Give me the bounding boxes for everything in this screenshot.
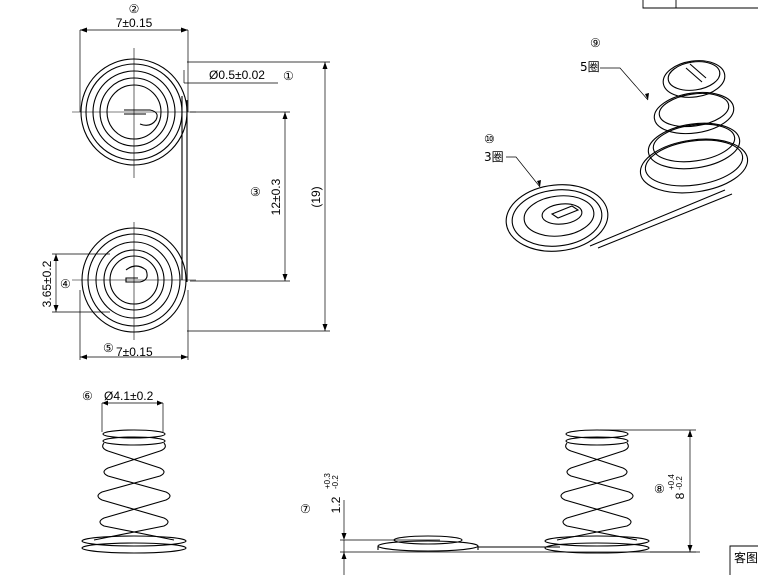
- dim-width-top: 7±0.15: [116, 16, 153, 30]
- isometric-view: ⑨ 5圈 ⑩ 3圈: [484, 36, 749, 252]
- callout-small-coil: ⑩: [484, 132, 495, 146]
- callout-width-top: ②: [129, 2, 140, 16]
- title-block-bottom: 客图: [729, 545, 758, 575]
- dim-overall-length: (19): [309, 186, 323, 207]
- callout-center-distance: ③: [250, 185, 261, 199]
- dim-small-height-upper: +0.3: [323, 473, 332, 489]
- dim-center-distance: 12±0.3: [269, 178, 283, 215]
- callout-width-bottom: ⑤: [103, 341, 114, 355]
- callout-large-coil: ⑨: [590, 36, 601, 50]
- callout-large-height: ⑧: [654, 482, 665, 496]
- callout-wire: ①: [283, 69, 294, 83]
- top-view: ② 7±0.15 Ø0.5±0.02 ① (19) ③ 12±0.3 3.65±…: [40, 2, 330, 360]
- dim-top-diameter: Ø4.1±0.2: [104, 389, 154, 403]
- title-block-top: [642, 0, 758, 9]
- small-coil-turns: 3圈: [484, 150, 504, 164]
- callout-small-coil-offset: ④: [60, 277, 71, 291]
- callout-top-diameter: ⑥: [82, 389, 93, 403]
- dim-small-height-nominal: 1.2: [329, 496, 343, 513]
- dim-wire-diameter: Ø0.5±0.02: [209, 68, 265, 82]
- front-view: ⑥ Ø4.1±0.2: [81, 389, 187, 554]
- side-view: ⑦ 1.2 +0.3 -0.2 ⑧ 8 +0.4 -0.2: [300, 429, 700, 575]
- dim-large-height-upper: +0.4: [667, 474, 676, 490]
- dim-small-coil-offset: 3.65±0.2: [40, 260, 54, 307]
- dim-small-height-lower: -0.2: [331, 475, 340, 489]
- large-coil-turns: 5圈: [580, 60, 600, 74]
- title-block-corner-text: 客图: [734, 550, 758, 565]
- callout-small-height: ⑦: [300, 502, 311, 516]
- dim-large-height-lower: -0.2: [675, 476, 684, 490]
- dim-width-bottom: 7±0.15: [116, 345, 153, 359]
- dim-large-height-nominal: 8: [673, 492, 687, 499]
